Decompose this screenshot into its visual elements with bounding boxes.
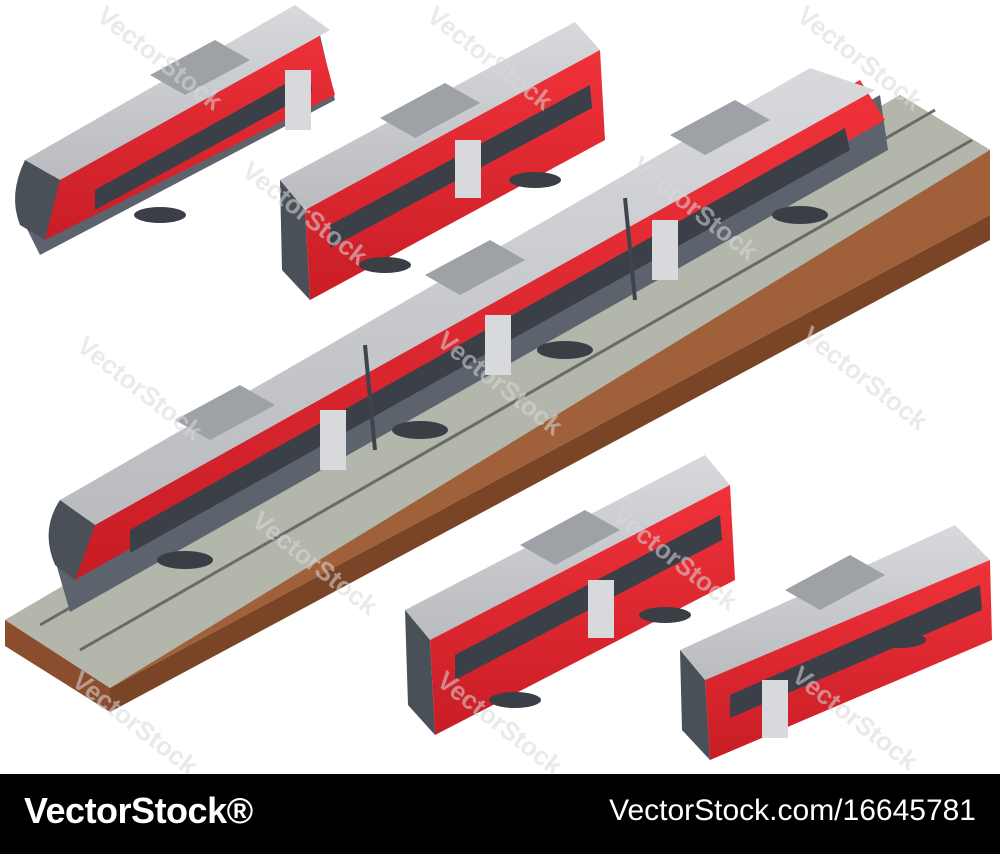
door [652, 220, 678, 280]
bogie [874, 632, 926, 648]
loco-windows [730, 585, 982, 718]
loco-roof [25, 5, 330, 180]
ballast-top [5, 95, 990, 688]
footer-brand: VectorStock® [24, 790, 253, 831]
locomotive-bottom-right [680, 525, 992, 760]
soil-front [5, 620, 110, 712]
locomotive-top-left [15, 5, 335, 255]
car-joint [363, 344, 377, 451]
bogie [489, 692, 541, 708]
roof-vent [520, 510, 620, 565]
bogie [639, 607, 691, 623]
long-train [48, 68, 888, 612]
footer-url: VectorStock.com/16645781 [609, 794, 976, 827]
door [485, 315, 511, 375]
door [588, 580, 614, 638]
footer-bar: VectorStock® VectorStock.com/16645781 [0, 774, 1000, 854]
door [455, 140, 481, 198]
roof-vent [670, 100, 770, 155]
bogies [157, 206, 828, 569]
long-train-nose [48, 500, 95, 580]
roof-vent [425, 240, 525, 295]
car-bottom-middle [405, 455, 735, 735]
track-bed [5, 95, 990, 712]
loco-nose [15, 160, 60, 240]
roof-vent [380, 83, 480, 138]
roof-vent [785, 555, 885, 610]
car-joint [623, 197, 637, 301]
loco-windows [95, 70, 312, 210]
train-illustration [5, 5, 992, 760]
door [762, 680, 788, 738]
bogie [134, 207, 186, 223]
loco-roof [680, 525, 990, 680]
door [320, 410, 346, 470]
loco-end-cap [680, 650, 710, 760]
rail-right [79, 138, 973, 652]
door [285, 70, 311, 130]
bogie [509, 172, 561, 188]
roof-vent [175, 385, 275, 440]
soil-long-side [110, 215, 990, 712]
roof-vent [150, 40, 250, 95]
car-top-middle [280, 22, 605, 300]
car-end-cap [405, 610, 435, 735]
bogie [359, 257, 411, 273]
car-end-cap [280, 180, 310, 300]
